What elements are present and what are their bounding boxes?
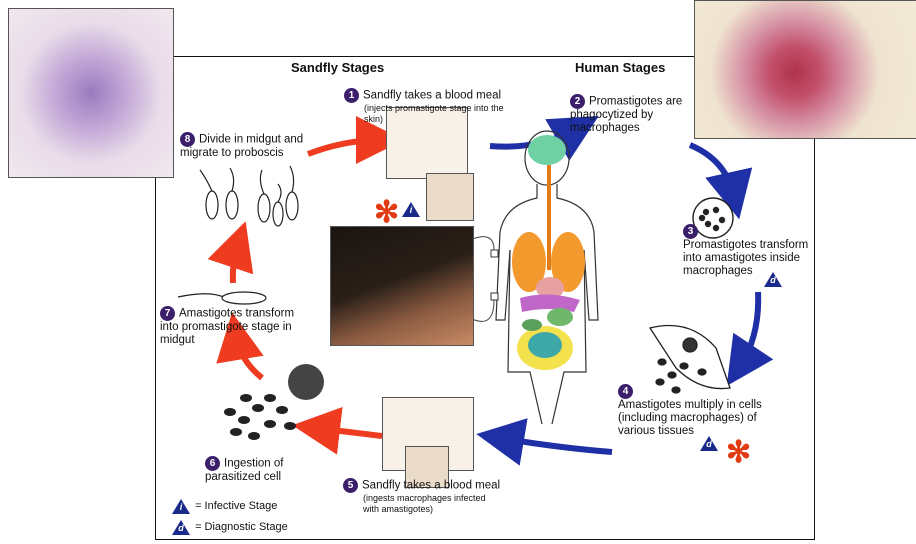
amastigote-tissue-drawing xyxy=(650,326,730,394)
step-4-label: 4 Amastigotes multiply in cells (includi… xyxy=(618,384,778,438)
infective-asterisk-icon: ✻ xyxy=(374,198,399,228)
parasitized-cells-drawing xyxy=(224,364,324,440)
stomach xyxy=(547,308,573,326)
diagnostic-stage-icon-4: d xyxy=(700,436,718,451)
amastigote-smear-photo xyxy=(694,0,916,139)
diagnostic-asterisk-icon: ✻ xyxy=(726,438,751,468)
step-8-number: 8 xyxy=(180,132,195,147)
liver xyxy=(520,294,580,312)
arrow-7-to-8 xyxy=(233,244,238,283)
legend-infective-icon: i xyxy=(172,499,190,514)
promastigotes-drawing xyxy=(200,166,298,226)
arrow-2-to-3 xyxy=(690,145,734,196)
injected-promastigotes-inset xyxy=(426,173,474,221)
promastigote-culture-photo xyxy=(8,8,174,178)
legend-infective: i = Infective Stage xyxy=(172,499,277,514)
legend-diagnostic-icon: d xyxy=(172,520,190,535)
diagnostic-stage-icon-3: d xyxy=(764,272,782,287)
step-1-number: 1 xyxy=(344,88,359,103)
step-6-number: 6 xyxy=(205,456,220,471)
step-2-number: 2 xyxy=(570,94,585,109)
arrow-8-to-1 xyxy=(308,140,380,154)
arrow-4-to-5 xyxy=(500,438,612,452)
step-3-label: 3 Promastigotes transform into amastigot… xyxy=(683,224,813,278)
step-5-number: 5 xyxy=(343,478,358,493)
arrow-5-to-6 xyxy=(316,428,382,436)
infective-stage-icon: i xyxy=(402,202,420,217)
arrow-3-to-4 xyxy=(740,292,758,366)
pancreas xyxy=(522,319,542,331)
sandfly-photo xyxy=(330,226,474,346)
step-7-number: 7 xyxy=(160,306,175,321)
midgut-promastigote-drawing xyxy=(178,292,266,304)
step-4-number: 4 xyxy=(618,384,633,399)
step-3-number: 3 xyxy=(683,224,698,239)
small-intestine xyxy=(528,332,562,358)
brain xyxy=(528,135,566,165)
legend-diagnostic: d = Diagnostic Stage xyxy=(172,520,288,535)
